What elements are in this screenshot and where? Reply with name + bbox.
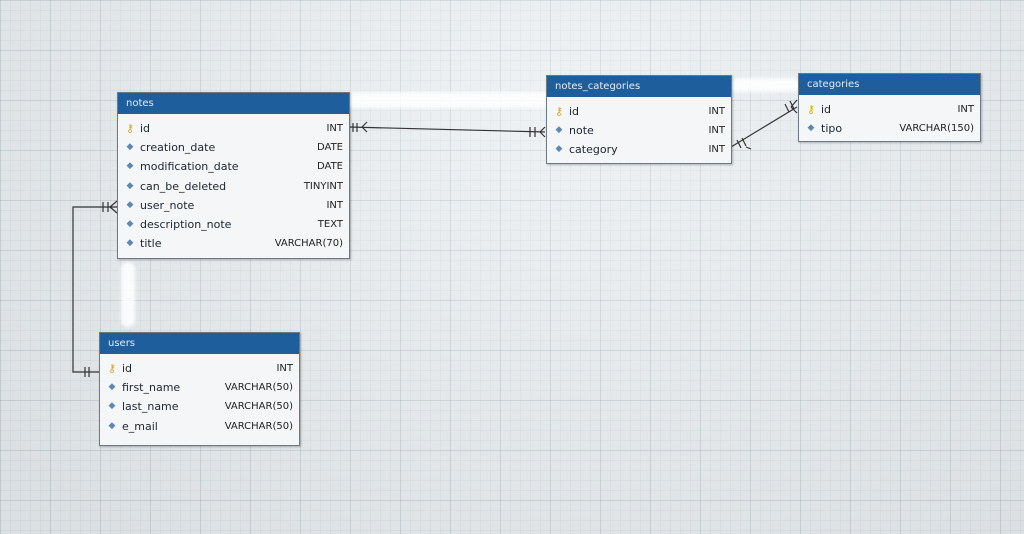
entity-title: users <box>100 333 299 354</box>
key-icon: ⚷ <box>107 362 117 376</box>
field-type: VARCHAR(50) <box>224 382 293 394</box>
field-row[interactable]: ⚷ id INT <box>124 119 343 138</box>
entity-fields: ⚷ id INT ◆ tipo VARCHAR(150) <box>799 95 980 142</box>
field-row[interactable]: ◆ description_note TEXT <box>124 215 343 234</box>
field-type: INT <box>708 106 725 118</box>
field-row[interactable]: ◆ last_name VARCHAR(50) <box>106 397 293 416</box>
crow-foot-users-side <box>84 367 90 377</box>
entity-title: categories <box>799 74 980 95</box>
column-diamond-icon: ◆ <box>126 180 134 191</box>
column-diamond-icon: ◆ <box>108 420 116 431</box>
field-row[interactable]: ◆ tipo VARCHAR(150) <box>805 119 974 138</box>
field-type: INT <box>326 123 343 135</box>
field-type: INT <box>276 363 293 375</box>
field-name: last_name <box>122 400 179 414</box>
field-name: e_mail <box>122 419 158 433</box>
field-name: id <box>569 105 580 119</box>
field-row[interactable]: ⚷ id INT <box>805 100 974 119</box>
column-diamond-icon: ◆ <box>126 161 134 172</box>
field-name: title <box>140 237 162 251</box>
field-type: INT <box>708 125 725 137</box>
entity-title: notes_categories <box>547 76 731 97</box>
key-icon: ⚷ <box>554 105 564 119</box>
field-type: VARCHAR(50) <box>224 420 293 432</box>
field-row[interactable]: ◆ can_be_deleted TINYINT <box>124 177 343 196</box>
key-icon: ⚷ <box>806 103 816 117</box>
field-type: VARCHAR(50) <box>224 401 293 413</box>
field-name: user_note <box>140 198 195 212</box>
column-diamond-icon: ◆ <box>126 219 134 230</box>
erased-mark <box>730 78 800 92</box>
field-name: tipo <box>821 122 843 136</box>
field-name: first_name <box>122 381 181 395</box>
field-type: INT <box>326 199 343 211</box>
crow-foot-categories-side <box>784 99 798 114</box>
field-name: id <box>122 362 133 376</box>
column-diamond-icon: ◆ <box>807 123 815 134</box>
erased-mark <box>345 92 550 108</box>
crow-foot-user-note-side <box>102 200 118 214</box>
field-row[interactable]: ◆ category INT <box>553 140 725 159</box>
field-name: id <box>140 122 151 136</box>
column-diamond-icon: ◆ <box>555 144 563 155</box>
column-diamond-icon: ◆ <box>108 382 116 393</box>
key-icon: ⚷ <box>125 122 135 136</box>
field-name: creation_date <box>140 141 216 155</box>
field-row[interactable]: ⚷ id INT <box>106 359 293 378</box>
field-row[interactable]: ◆ first_name VARCHAR(50) <box>106 378 293 397</box>
field-row[interactable]: ◆ title VARCHAR(70) <box>124 234 343 253</box>
field-row[interactable]: ⚷ id INT <box>553 102 725 121</box>
field-row[interactable]: ◆ creation_date DATE <box>124 138 343 157</box>
field-row[interactable]: ◆ user_note INT <box>124 196 343 215</box>
column-diamond-icon: ◆ <box>126 238 134 249</box>
field-type: INT <box>708 144 725 156</box>
relationship-notes-notes-categories[interactable] <box>348 126 546 133</box>
field-row[interactable]: ◆ e_mail VARCHAR(50) <box>106 417 293 436</box>
crow-foot-notes-side <box>352 121 368 133</box>
column-diamond-icon: ◆ <box>126 199 134 210</box>
entity-title: notes <box>118 93 349 114</box>
field-type: DATE <box>316 161 343 173</box>
field-type: TEXT <box>317 219 343 231</box>
column-diamond-icon: ◆ <box>126 142 134 153</box>
crow-foot-category-side <box>736 137 752 150</box>
field-type: VARCHAR(70) <box>274 238 343 250</box>
column-diamond-icon: ◆ <box>108 401 116 412</box>
crow-foot-notes-categories-side <box>529 126 546 138</box>
field-name: id <box>821 103 832 117</box>
field-type: TINYINT <box>303 180 343 192</box>
field-type: INT <box>957 104 974 116</box>
entity-categories[interactable]: categories ⚷ id INT ◆ tipo VARCHAR(150) <box>798 73 981 142</box>
field-name: note <box>569 124 594 138</box>
field-type: VARCHAR(150) <box>899 123 974 135</box>
field-name: modification_date <box>140 160 239 174</box>
relationship-notes-categories-categories[interactable] <box>730 106 798 148</box>
field-name: category <box>569 143 618 157</box>
field-name: description_note <box>140 218 232 232</box>
field-name: can_be_deleted <box>140 179 227 193</box>
field-type: DATE <box>316 142 343 154</box>
field-row[interactable]: ◆ modification_date DATE <box>124 157 343 176</box>
column-diamond-icon: ◆ <box>555 125 563 136</box>
erased-mark <box>121 262 135 327</box>
field-row[interactable]: ◆ note INT <box>553 121 725 140</box>
